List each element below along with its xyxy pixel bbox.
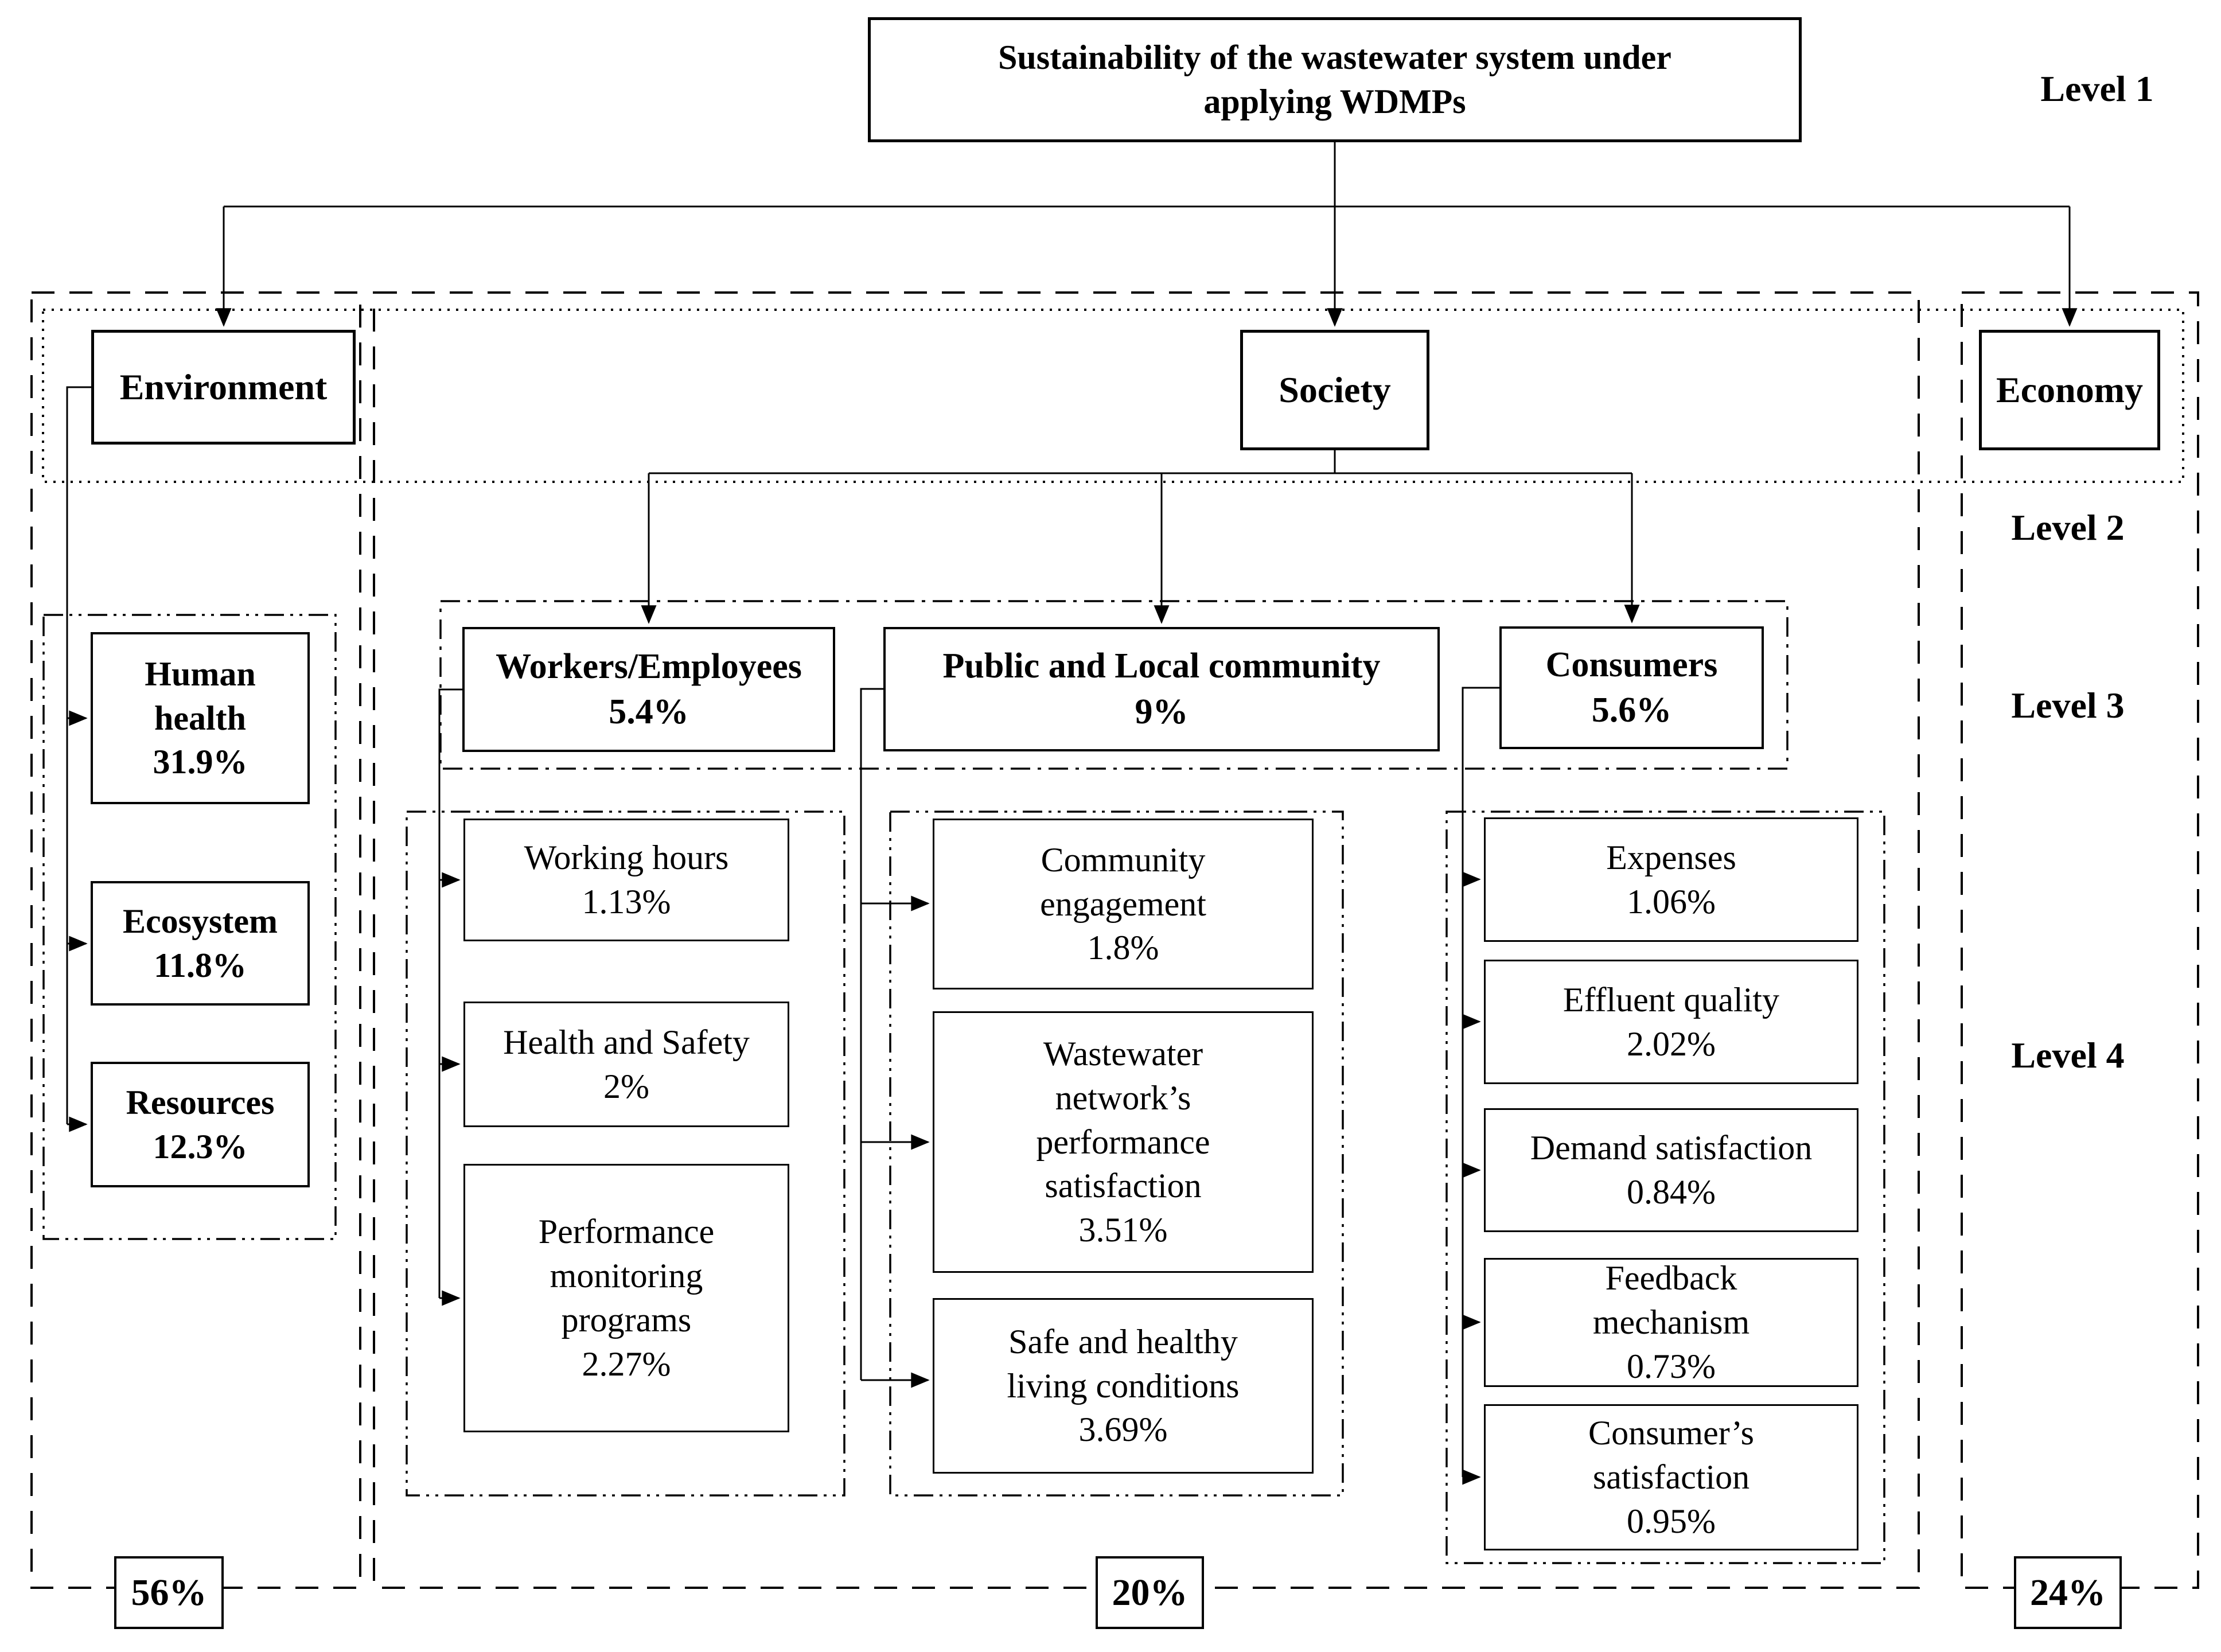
node-label: Human health (145, 654, 256, 737)
node-expenses: Expenses 1.06% (1484, 817, 1858, 942)
node-effluent-quality: Effluent quality 2.02% (1484, 960, 1858, 1084)
node-public-local-community: Public and Local community 9% (883, 627, 1440, 751)
connector-workers-to-indicators (438, 688, 462, 1306)
connector-public-to-indicators (860, 688, 930, 1388)
group-container-public-indicators (889, 811, 1344, 1497)
node-value: 9% (1135, 692, 1189, 731)
node-demand-satisfaction: Demand satisfaction 0.84% (1484, 1108, 1858, 1232)
node-label: Environment (119, 367, 328, 408)
node-resources: Resources 12.3% (91, 1062, 310, 1187)
node-label: Economy (1996, 369, 2143, 411)
node-economy: Economy (1979, 330, 2160, 450)
node-value: 11.8% (154, 946, 247, 984)
connector-consumers-to-indicators (1462, 687, 1499, 1485)
level-label-1: Level 1 (2040, 68, 2154, 109)
weight-value: 24% (2030, 1571, 2106, 1614)
node-health-and-safety: Health and Safety 2% (463, 1002, 789, 1127)
node-label: Expenses (1606, 838, 1736, 876)
node-label: Sustainability of the wastewater system … (998, 38, 1671, 120)
node-consumers: Consumers 5.6% (1499, 626, 1764, 749)
weight-value: 56% (131, 1571, 207, 1614)
node-label: Safe and healthy living conditions (1007, 1322, 1240, 1405)
level-label-4: Level 4 (2011, 1035, 2125, 1076)
weight-badge-economy: 24% (2014, 1556, 2122, 1629)
level2-row-container (42, 309, 2184, 483)
node-wastewater-network-performance: Wastewater network’s performance satisfa… (933, 1011, 1314, 1273)
node-ecosystem: Ecosystem 11.8% (91, 881, 310, 1006)
weight-badge-environment: 56% (114, 1556, 224, 1629)
node-label: Society (1279, 369, 1391, 411)
column-container-economy (1961, 291, 2199, 1589)
group-container-criteria-row (439, 600, 1789, 770)
node-value: 2% (603, 1067, 649, 1105)
connector-environment-to-indicators (66, 386, 91, 1132)
node-value: 3.51% (1078, 1211, 1168, 1249)
node-label: Community engagement (1040, 840, 1206, 923)
node-value: 5.4% (609, 692, 689, 731)
node-label: Demand satisfaction (1530, 1129, 1813, 1167)
node-value: 0.73% (1627, 1347, 1716, 1385)
group-container-environment-indicators (42, 614, 337, 1240)
node-value: 2.27% (582, 1345, 671, 1383)
node-label: Health and Safety (503, 1023, 750, 1061)
node-value: 5.6% (1591, 691, 1672, 730)
node-label: Feedback mechanism (1592, 1259, 1750, 1342)
node-society: Society (1240, 330, 1429, 450)
node-feedback-mechanism: Feedback mechanism 0.73% (1484, 1258, 1858, 1387)
node-label: Wastewater network’s performance satisfa… (1036, 1035, 1210, 1205)
node-value: 1.8% (1087, 929, 1159, 967)
node-goal-title: Sustainability of the wastewater system … (868, 17, 1802, 142)
node-label: Consumer’s satisfaction (1588, 1414, 1754, 1497)
node-value: 12.3% (153, 1127, 248, 1166)
level-label-2: Level 2 (2011, 507, 2125, 548)
node-community-engagement: Community engagement 1.8% (933, 819, 1314, 989)
group-container-consumers-indicators (1445, 811, 1885, 1564)
node-value: 0.84% (1627, 1173, 1716, 1211)
node-label: Effluent quality (1563, 980, 1780, 1019)
node-safe-healthy-living: Safe and healthy living conditions 3.69% (933, 1298, 1314, 1474)
node-value: 2.02% (1627, 1024, 1716, 1063)
node-workers-employees: Workers/Employees 5.4% (462, 627, 835, 752)
node-consumers-satisfaction: Consumer’s satisfaction 0.95% (1484, 1404, 1858, 1550)
group-container-workers-indicators (406, 811, 845, 1497)
node-value: 31.9% (153, 743, 248, 781)
level-label-3: Level 3 (2011, 685, 2125, 726)
node-value: 1.13% (582, 883, 671, 921)
connector-title-to-level2 (216, 142, 2078, 327)
node-label: Performance monitoring programs (538, 1213, 715, 1339)
node-performance-monitoring: Performance monitoring programs 2.27% (463, 1164, 789, 1432)
connector-society-to-criteria (641, 450, 1640, 624)
node-environment: Environment (91, 330, 356, 445)
node-label: Ecosystem (123, 902, 278, 940)
node-label: Working hours (524, 839, 729, 877)
node-label: Resources (126, 1083, 275, 1121)
node-value: 1.06% (1627, 882, 1716, 921)
node-working-hours: Working hours 1.13% (463, 819, 789, 941)
node-label: Workers/Employees (496, 646, 802, 686)
node-value: 3.69% (1078, 1411, 1168, 1449)
node-human-health: Human health 31.9% (91, 632, 310, 804)
weight-value: 20% (1112, 1571, 1188, 1614)
node-label: Consumers (1545, 645, 1718, 684)
node-label: Public and Local community (942, 646, 1381, 686)
node-value: 0.95% (1627, 1502, 1716, 1540)
weight-badge-society: 20% (1096, 1556, 1204, 1629)
